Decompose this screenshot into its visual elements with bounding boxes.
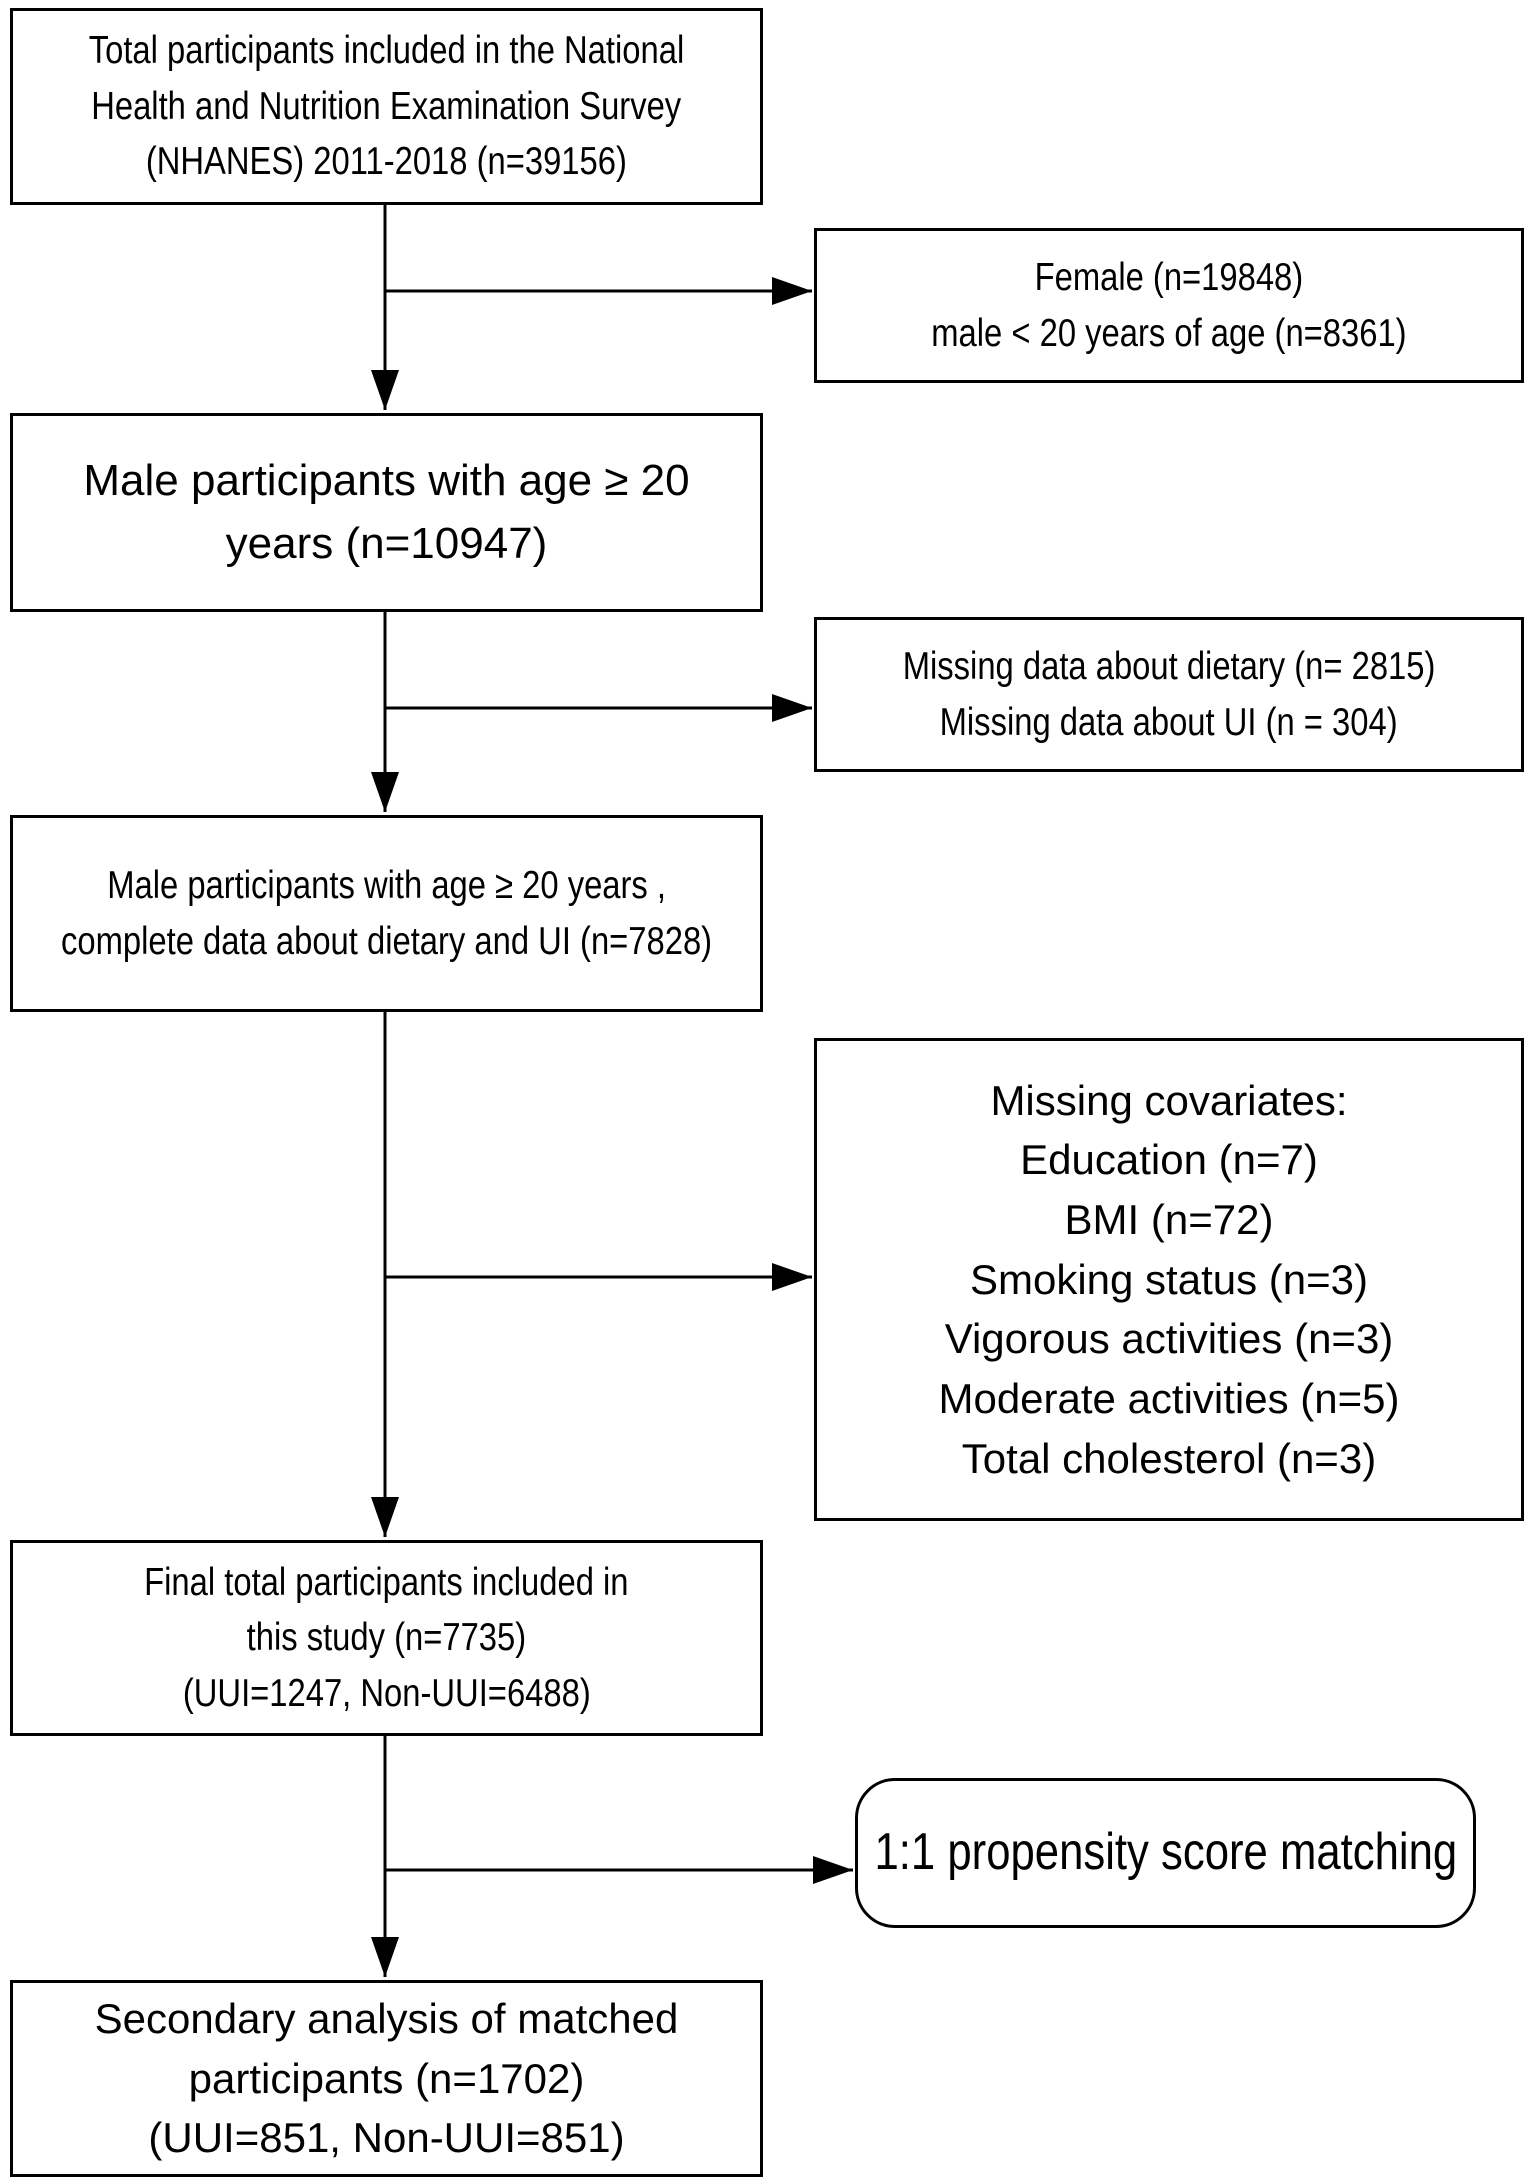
box-line: Total cholesterol (n=3) xyxy=(961,1434,1377,1482)
box-line: complete data about dietary and UI (n=78… xyxy=(60,919,713,963)
box-line: Male participants with age ≥ 20 xyxy=(83,456,690,506)
box-final-participants: Final total participants included in thi… xyxy=(10,1540,763,1736)
box-line: participants (n=1702) xyxy=(188,2054,585,2102)
box-line: Secondary analysis of matched xyxy=(94,1995,679,2043)
box-line: Missing data about UI (n = 304) xyxy=(939,700,1398,744)
box-exclusion-missing-covariates: Missing covariates: Education (n=7) BMI … xyxy=(814,1038,1524,1521)
box-male-adults: Male participants with age ≥ 20 years (n… xyxy=(10,413,763,612)
box-line: Health and Nutrition Examination Survey xyxy=(91,84,682,128)
box-line: (UUI=851, Non-UUI=851) xyxy=(148,2114,625,2162)
box-line: 1:1 propensity score matching xyxy=(874,1823,1457,1882)
box-exclusion-female-young: Female (n=19848) male < 20 years of age … xyxy=(814,228,1524,383)
box-line: this study (n=7735) xyxy=(246,1616,527,1660)
box-total-participants: Total participants included in the Natio… xyxy=(10,8,763,205)
box-line: Missing data about dietary (n= 2815) xyxy=(902,645,1436,689)
box-exclusion-missing-data: Missing data about dietary (n= 2815) Mis… xyxy=(814,617,1524,772)
box-line: BMI (n=72) xyxy=(1064,1196,1274,1244)
box-line: Total participants included in the Natio… xyxy=(88,29,685,73)
box-line: (UUI=1247, Non-UUI=6488) xyxy=(182,1671,591,1715)
box-complete-data: Male participants with age ≥ 20 years , … xyxy=(10,815,763,1012)
box-line: Missing covariates: xyxy=(990,1076,1348,1124)
box-secondary-analysis: Secondary analysis of matched participan… xyxy=(10,1980,763,2177)
box-line: Vigorous activities (n=3) xyxy=(944,1315,1394,1363)
box-line: male < 20 years of age (n=8361) xyxy=(931,311,1407,355)
box-line: Female (n=19848) xyxy=(1034,256,1304,300)
box-line: years (n=10947) xyxy=(225,518,548,568)
box-line: Education (n=7) xyxy=(1020,1136,1318,1184)
box-line: Final total participants included in xyxy=(144,1560,629,1604)
box-line: (NHANES) 2011-2018 (n=39156) xyxy=(145,140,628,184)
box-line: Smoking status (n=3) xyxy=(969,1255,1368,1303)
box-line: Male participants with age ≥ 20 years , xyxy=(107,864,666,908)
box-propensity-score-matching: 1:1 propensity score matching xyxy=(855,1778,1476,1928)
box-line: Moderate activities (n=5) xyxy=(938,1374,1400,1422)
